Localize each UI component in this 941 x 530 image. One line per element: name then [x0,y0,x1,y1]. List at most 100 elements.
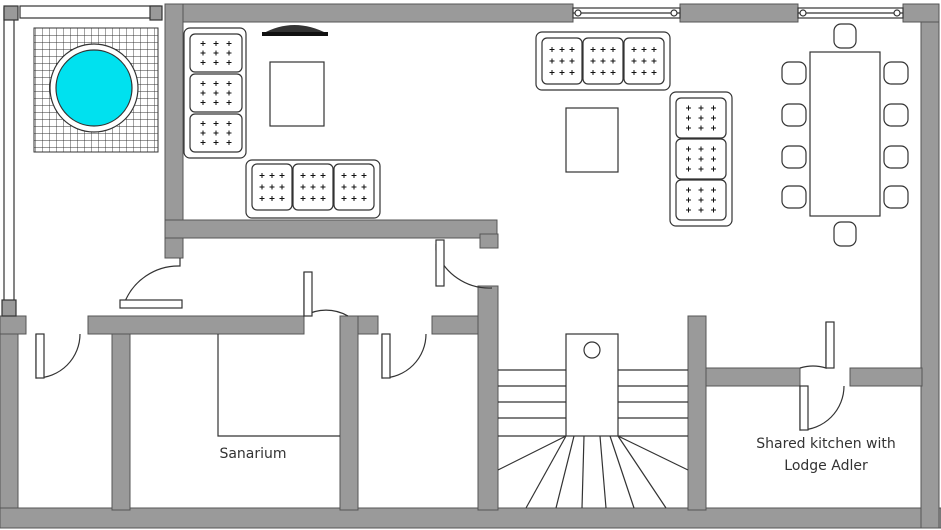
cushion-plus-icon [610,58,616,64]
dining-chair [781,145,807,169]
window-terrace-top [19,5,161,19]
cushion-plus-icon [361,196,367,201]
dining-chair [781,103,807,127]
stair-post-icon [583,341,601,359]
wall-top-middle [679,3,799,23]
window-terrace-left [3,7,15,313]
cushion-plus-icon [213,90,219,96]
cushion-plus-icon [641,58,647,64]
cushion-plus-icon [711,197,716,203]
cushion-plus-icon [213,130,219,136]
cushion-plus-icon [310,196,316,201]
cushion-plus-icon [711,166,716,172]
cushion-plus-icon [549,70,555,75]
cushion-plus-icon [686,187,691,193]
dining-chair [781,61,807,85]
cushion-plus-icon [213,121,219,126]
cushion-plus-icon [269,196,275,201]
dining-chair-end [833,221,857,247]
cushion-plus-icon [641,47,647,52]
cushion-plus-icon [698,156,704,162]
cushion-plus-icon [259,184,265,190]
cushion-plus-icon [686,156,691,162]
sanarium-bench [217,334,340,437]
cushion-plus-icon [213,50,219,56]
cushion-plus-icon [200,81,206,86]
cushion-plus-icon [600,70,606,75]
cushion-plus-icon [590,70,596,75]
cushion-plus-icon [200,50,206,56]
cushion-plus-icon [698,197,704,203]
cushion-plus-icon [686,166,691,172]
cushion-plus-icon [226,50,232,56]
cushion-plus-icon [698,166,704,172]
cushion-plus-icon [213,60,219,65]
cushion-plus-icon [711,105,716,111]
cushion-plus-icon [559,58,565,64]
door-living [123,258,181,305]
cushion-plus-icon [269,184,275,190]
wall-lounge-bottom [164,219,498,239]
cushion-plus-icon [559,47,565,52]
cushion-plus-icon [651,47,657,52]
cushion-plus-icon [631,70,637,75]
cushion-plus-icon [300,196,306,201]
cushion-plus-icon [651,70,657,75]
cushion-plus-icon [300,184,306,190]
cushion-plus-icon [711,146,716,152]
cushion-plus-icon [569,70,575,75]
cushion-plus-icon [559,70,565,75]
cushion-plus-icon [226,130,232,136]
wall-kitchen-a [705,367,801,387]
cushion-plus-icon [200,130,206,136]
cushion-plus-icon [698,115,704,121]
fireplace-icon [262,25,328,36]
wall-kitchen-b [849,367,923,387]
staircase [497,333,689,509]
coffee-table-right [565,107,619,173]
wall-outer-right [920,3,940,529]
cushion-plus-icon [300,173,306,178]
cushion-plus-icon [549,58,555,64]
cushion-plus-icon [226,121,232,126]
dining-set [781,23,909,247]
cushion-plus-icon [226,140,232,145]
cushion-plus-icon [590,47,596,52]
wall-divider-1 [111,333,131,511]
cushion-plus-icon [600,58,606,64]
cushion-plus-icon [341,184,347,190]
cushion-plus-icon [259,196,265,201]
cushion-plus-icon [200,121,206,126]
cushion-plus-icon [320,196,326,201]
cushion-plus-icon [226,81,232,86]
cushion-plus-icon [200,90,206,96]
cushion-plus-icon [361,184,367,190]
cushion-plus-icon [200,41,206,46]
cushion-plus-icon [213,41,219,46]
cushion-plus-icon [310,173,316,178]
cushion-plus-icon [610,47,616,52]
cushion-plus-icon [213,140,219,145]
cushion-plus-icon [711,156,716,162]
cushion-plus-icon [569,47,575,52]
cushion-plus-icon [259,173,265,178]
dining-chair-end [833,23,857,49]
cushion-plus-icon [310,184,316,190]
wall-divider-2 [339,315,359,511]
cushion-plus-icon [686,146,691,152]
wall-stair-right [687,315,707,511]
cushion-plus-icon [351,184,357,190]
cushion-plus-icon [590,58,596,64]
wall-outer-bottom [0,507,941,529]
cushion-plus-icon [631,47,637,52]
room-label-kitchen-line1: Shared kitchen with [756,436,896,452]
cushion-plus-icon [279,196,285,201]
cushion-plus-icon [686,115,691,121]
cushion-plus-icon [226,90,232,96]
dining-chair [883,185,909,209]
dining-chair [781,185,807,209]
cushion-plus-icon [610,70,616,75]
cushion-plus-icon [698,125,704,131]
cushion-plus-icon [711,207,716,213]
